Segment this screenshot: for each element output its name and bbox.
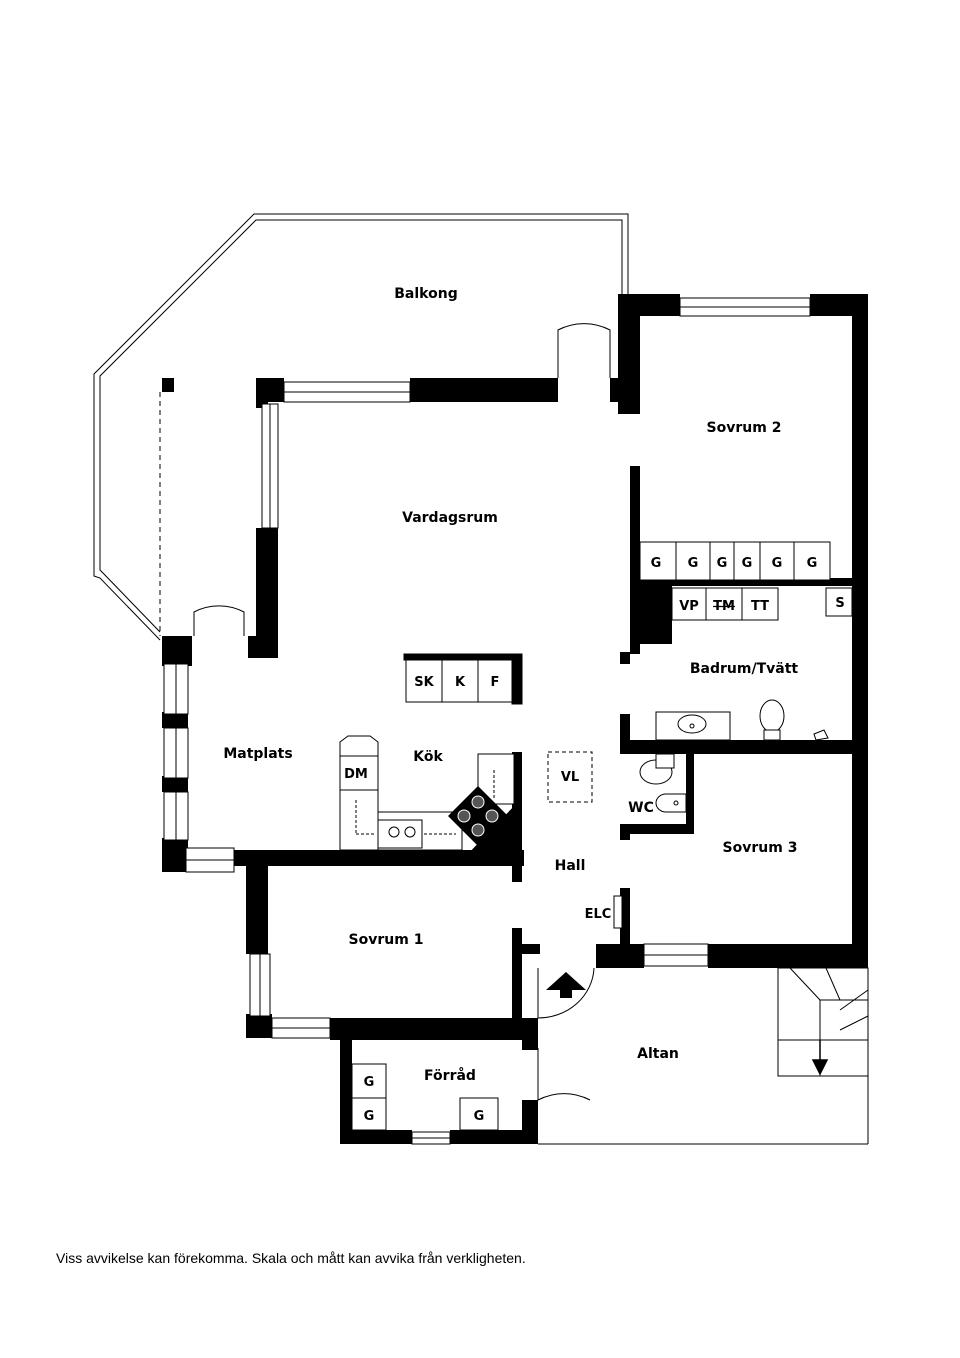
elc-box (613, 895, 623, 929)
label-balkong: Balkong (394, 286, 457, 302)
storage-wardrobes (351, 1063, 499, 1131)
dm-label: DM (344, 767, 368, 782)
wardrobe-label: G (474, 1109, 485, 1124)
wardrobe-label: G (717, 556, 728, 571)
wardrobes-sovrum2 (639, 541, 831, 581)
disclaimer-text: Viss avvikelse kan förekomma. Skala och … (56, 1250, 526, 1266)
label-altan: Altan (637, 1046, 679, 1062)
doors (193, 323, 611, 1101)
elc-label: ELC (585, 907, 612, 922)
balcony-post (162, 378, 174, 392)
label-matplats: Matplats (223, 746, 292, 762)
stair-arrow-icon (811, 1040, 829, 1076)
label-hall: Hall (555, 858, 586, 874)
vl-box (547, 751, 593, 803)
label-kok: Kök (413, 749, 443, 765)
label-wc: WC (628, 800, 654, 816)
label-vardagsrum: Vardagsrum (402, 510, 498, 526)
wardrobe-label: G (688, 556, 699, 571)
walls (162, 294, 868, 1144)
stove-icon (448, 786, 508, 846)
wardrobe-label: G (807, 556, 818, 571)
wardrobe-label: G (772, 556, 783, 571)
altan-outline (538, 1076, 869, 1145)
windows (163, 297, 811, 1145)
wardrobe-label: G (364, 1075, 375, 1090)
label-forrad: Förråd (424, 1067, 476, 1084)
balcony-outline (93, 213, 629, 641)
vp-label: VP (679, 599, 699, 614)
k-label: K (455, 675, 466, 690)
sk-label: SK (414, 675, 434, 690)
label-sovrum1: Sovrum 1 (349, 932, 424, 948)
entrance-arrow-icon (546, 972, 586, 998)
wardrobe-label: G (651, 556, 662, 571)
vl-label: VL (561, 770, 579, 785)
f-label: F (491, 675, 500, 690)
label-badrum: Badrum/Tvätt (690, 661, 799, 677)
stairs (777, 967, 869, 1077)
label-sovrum2: Sovrum 2 (707, 420, 782, 436)
s-label: S (835, 596, 844, 611)
tt-label: TT (751, 599, 769, 614)
wardrobe-label: G (364, 1109, 375, 1124)
label-sovrum3: Sovrum 3 (723, 840, 798, 856)
bath-fixtures (639, 587, 853, 813)
wardrobe-label: G (742, 556, 753, 571)
